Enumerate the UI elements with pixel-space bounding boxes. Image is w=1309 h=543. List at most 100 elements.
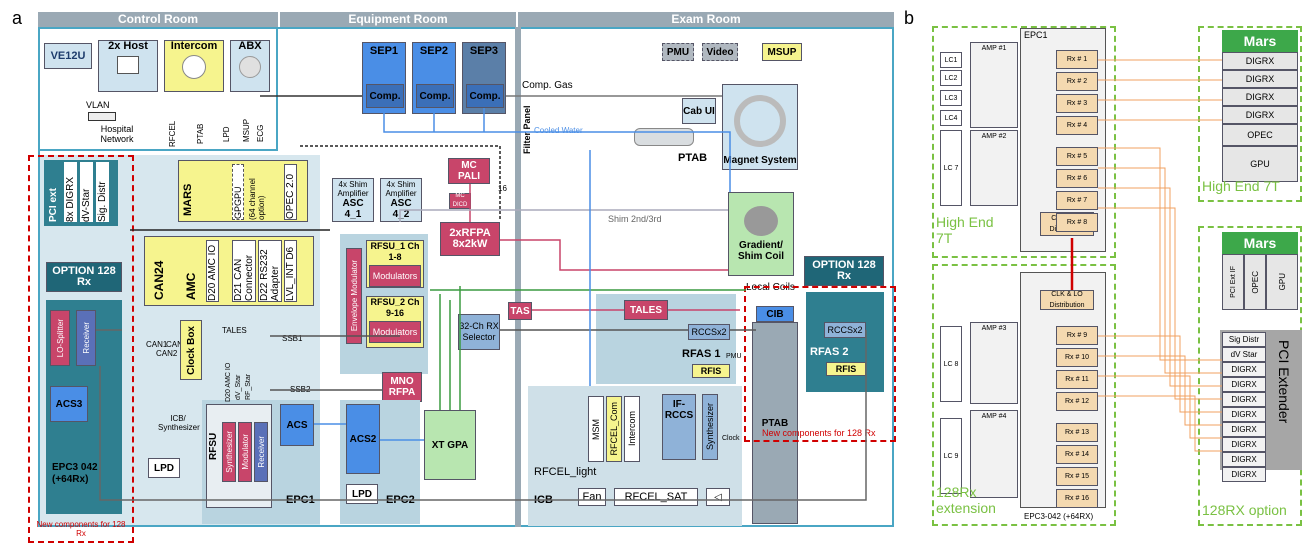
mars-row-3: DIGRX [1222, 88, 1298, 106]
amp4-label: AMP #4 [981, 413, 1007, 420]
receiver-left-box: Receiver [76, 310, 96, 366]
rx-selector: 32-Ch RX Selector [458, 314, 500, 350]
pci-ext-if: PCI Ext IF [1222, 254, 1244, 310]
new-right-label: New components for 128 Rx [762, 428, 876, 438]
rfsu2-modulators: Modulators [369, 321, 421, 343]
pmu-box: PMU [662, 43, 694, 61]
rfis2-box: RFIS [826, 362, 866, 376]
can1-label: CAN1 [146, 340, 168, 349]
rx-3: Rx # 3 [1056, 94, 1098, 113]
main-outline [38, 27, 894, 527]
amp2-box: AMP #2 [970, 130, 1018, 206]
rfas2-label: RFAS 2 [810, 346, 849, 358]
high-end-left-outline [932, 26, 1116, 258]
mars-rows: DIGRX DIGRX DIGRX DIGRX OPEC GPU [1222, 52, 1298, 182]
rfcel-sat-box: RFCEL_SAT [614, 488, 698, 506]
pci-extender-label: PCI Extender [1276, 340, 1292, 424]
mars-row-6: GPU [1222, 146, 1298, 182]
mars-row-2: DIGRX [1222, 70, 1298, 88]
rx128-label: 128RX option [1202, 502, 1287, 518]
vlan-label: VLAN [86, 100, 110, 110]
rx-12: Rx # 12 [1056, 392, 1098, 411]
clk-lo-box-2: CLK & LO Distribution [1040, 290, 1094, 310]
high-end-right-outline [1198, 26, 1302, 202]
pci-rows: Sig Distr dV Star DIGRX DIGRX DIGRX DIGR… [1222, 332, 1266, 482]
new-left-outline [28, 155, 134, 543]
tales-small-label: TALES [222, 326, 247, 335]
rx-13: Rx # 13 [1056, 423, 1098, 442]
intercom-box: Intercom [164, 40, 224, 92]
shim-amp-1-label: 4x Shim Amplifier [337, 180, 369, 198]
msup-box: MSUP [762, 43, 802, 61]
rfis-box: RFIS [692, 364, 730, 378]
ssb1-label: SSB1 [282, 334, 303, 343]
ext-label: 128Rx extension [936, 484, 996, 516]
pci-row-5: DIGRX [1222, 392, 1266, 407]
pci-row-7: DIGRX [1222, 422, 1266, 437]
acs-box: ACS [280, 404, 314, 446]
rfsu2-label: RFSU_2 Ch 9-16 [370, 297, 420, 318]
ptab2-box: PTAB [752, 322, 798, 524]
rfsu2-box: RFSU_2 Ch 9-16 Modulators [366, 296, 424, 348]
mars-row-4: DIGRX [1222, 106, 1298, 124]
coil-icon [744, 206, 778, 236]
rx-top-list: Rx # 1 Rx # 2 Rx # 3 Rx # 4 Rx # 5 Rx # … [1056, 50, 1098, 232]
filter-panel-bar [515, 27, 521, 527]
xtgpa-box: XT GPA [424, 410, 476, 480]
rx-7: Rx # 7 [1056, 191, 1098, 210]
tales-box: TALES [624, 300, 668, 320]
rccsx2b-box: RCCSx2 [824, 322, 866, 338]
gradient-label: Gradient/ Shim Coil [737, 240, 785, 262]
amp1-label: AMP #1 [981, 45, 1007, 52]
rx-1: Rx # 1 [1056, 50, 1098, 69]
epc3-b-label: EPC3-042 (+64RX) [1024, 512, 1094, 521]
pci-row-10: DIGRX [1222, 467, 1266, 482]
rfsu1-box: RFSU_1 Ch 1-8 Modulators [366, 240, 424, 288]
shim-amp-2-label: 4x Shim Amplifier [385, 180, 417, 198]
control-room-header: Control Room [38, 12, 278, 27]
connection-lines [96, 95, 867, 501]
lc8: LC 8 [940, 326, 962, 402]
speaker-icon: ◁ [706, 488, 730, 506]
amp4-box: AMP #4 [970, 410, 1018, 498]
mno-rfpa: MNO RFPA [382, 372, 422, 402]
rx-10: Rx # 10 [1056, 348, 1098, 367]
modulator-box: Modulator [238, 422, 252, 482]
hospital-network-label: Hospital Network [100, 124, 134, 144]
high-end-right-label: High End 7T [1202, 178, 1280, 194]
magnet-box: Magnet System [722, 84, 798, 170]
pci-row-2: dV Star [1222, 347, 1266, 362]
asc41-label: ASC 4_1 [342, 198, 364, 220]
synthesizer-box: Synthesizer [222, 422, 236, 482]
msm-box: MSM [588, 396, 604, 462]
host-box: 2x Host [98, 40, 158, 92]
amp3-label: AMP #3 [981, 325, 1007, 332]
pci-row-4: DIGRX [1222, 377, 1266, 392]
can2-label: CAN2 [156, 349, 178, 358]
exam-room-header: Exam Room [518, 12, 894, 27]
high-end-left-label: High End 7T [936, 214, 994, 246]
amp3-box: AMP #3 [970, 322, 1018, 404]
extension-outline [932, 264, 1116, 526]
lc4: LC4 [940, 110, 962, 126]
rx-15: Rx # 15 [1056, 467, 1098, 486]
fan-box: Fan [578, 488, 606, 506]
pci-row-6: DIGRX [1222, 407, 1266, 422]
icb-synth-label: ICB/ Synthesizer [158, 414, 200, 432]
magnet-icon [734, 95, 786, 147]
clock-small-label: Clock [722, 435, 740, 442]
acs2-box: ACS2 [346, 404, 380, 474]
rx-11: Rx # 11 [1056, 370, 1098, 389]
asc42-label: ASC 4_2 [390, 198, 412, 220]
ptab-label: PTAB [678, 152, 708, 164]
monitor-icon [117, 56, 139, 74]
abx-box: ABX [230, 40, 270, 92]
rfpa-box: 2xRFPA 8x2kW [440, 222, 500, 256]
mars-header: Mars [1222, 30, 1298, 52]
sep3-comp: Comp. [466, 84, 504, 108]
intercom-icon [182, 55, 206, 79]
epc1-b-label: EPC1 [1024, 30, 1048, 40]
num16-label: 16 [498, 184, 507, 193]
intercom-label: Intercom [170, 40, 218, 52]
new-left-label: New components for 128 Rx [36, 520, 126, 538]
